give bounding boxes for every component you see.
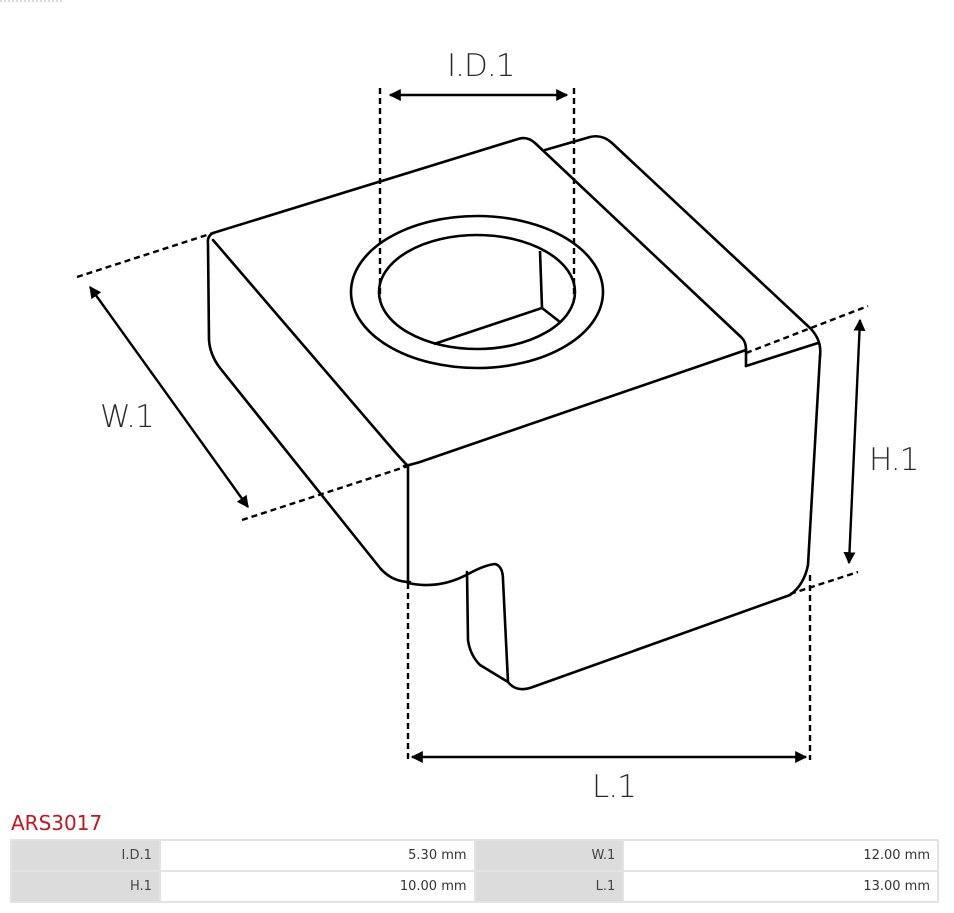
spec-label: L.1 [475,872,623,901]
dim-label-inner-diameter: I.D.1 [447,48,514,84]
technical-drawing: I.D.1 W.1 H.1 L.1 [76,48,919,805]
spec-value: 13.00 mm [624,872,937,901]
dim-label-height: H.1 [869,442,918,478]
dimension-arrows [89,89,866,763]
spec-label: I.D.1 [12,841,159,870]
spec-value: 5.30 mm [160,841,474,870]
part-number-title: ARS3017 [11,811,103,835]
specifications-table: I.D.1 5.30 mm W.1 12.00 mm H.1 10.00 mm … [10,839,939,903]
spec-label: W.1 [475,841,623,870]
table-row: H.1 10.00 mm L.1 13.00 mm [12,872,937,901]
table-row: I.D.1 5.30 mm W.1 12.00 mm [12,841,937,870]
bore-hole [349,214,605,370]
spec-label: H.1 [12,872,159,901]
dim-label-length: L.1 [592,769,636,805]
spec-value: 10.00 mm [160,872,474,901]
top-edge-artifact [0,0,62,2]
bracket-isometric-drawing: I.D.1 W.1 H.1 L.1 [76,48,919,805]
spec-value: 12.00 mm [624,841,937,870]
dim-label-width: W.1 [100,399,154,435]
extension-lines [76,88,869,760]
